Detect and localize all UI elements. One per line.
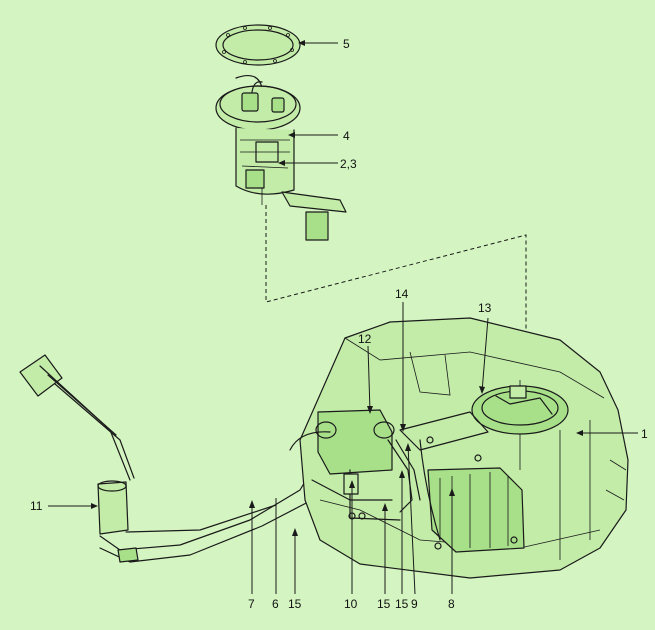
callout-1: 1 [641,427,648,441]
callout-6: 6 [272,597,279,611]
callout-13: 13 [478,301,492,315]
callout-12: 12 [358,332,372,346]
assembly-guide-line [265,205,527,380]
leader-lines [48,40,638,595]
callout-5: 5 [343,37,350,51]
fuel-pump-module [215,75,347,241]
callout-7: 7 [248,597,255,611]
callout-15c: 15 [395,597,409,611]
callout-8: 8 [448,597,455,611]
callout-11: 11 [30,499,43,513]
callout-9: 9 [411,597,418,611]
callout-14: 14 [395,287,409,301]
gasket-ring [215,24,301,66]
callout-10: 10 [344,597,358,611]
callout-4: 4 [343,129,350,143]
callout-15b: 15 [377,597,391,611]
callout-15a: 15 [288,597,302,611]
callout-2-3: 2,3 [340,157,357,171]
filler-neck-assembly [19,354,313,563]
callout-labels: 5 4 2,3 1 13 12 14 11 7 6 15 10 15 15 9 … [30,37,648,611]
fuel-tank [289,317,629,579]
